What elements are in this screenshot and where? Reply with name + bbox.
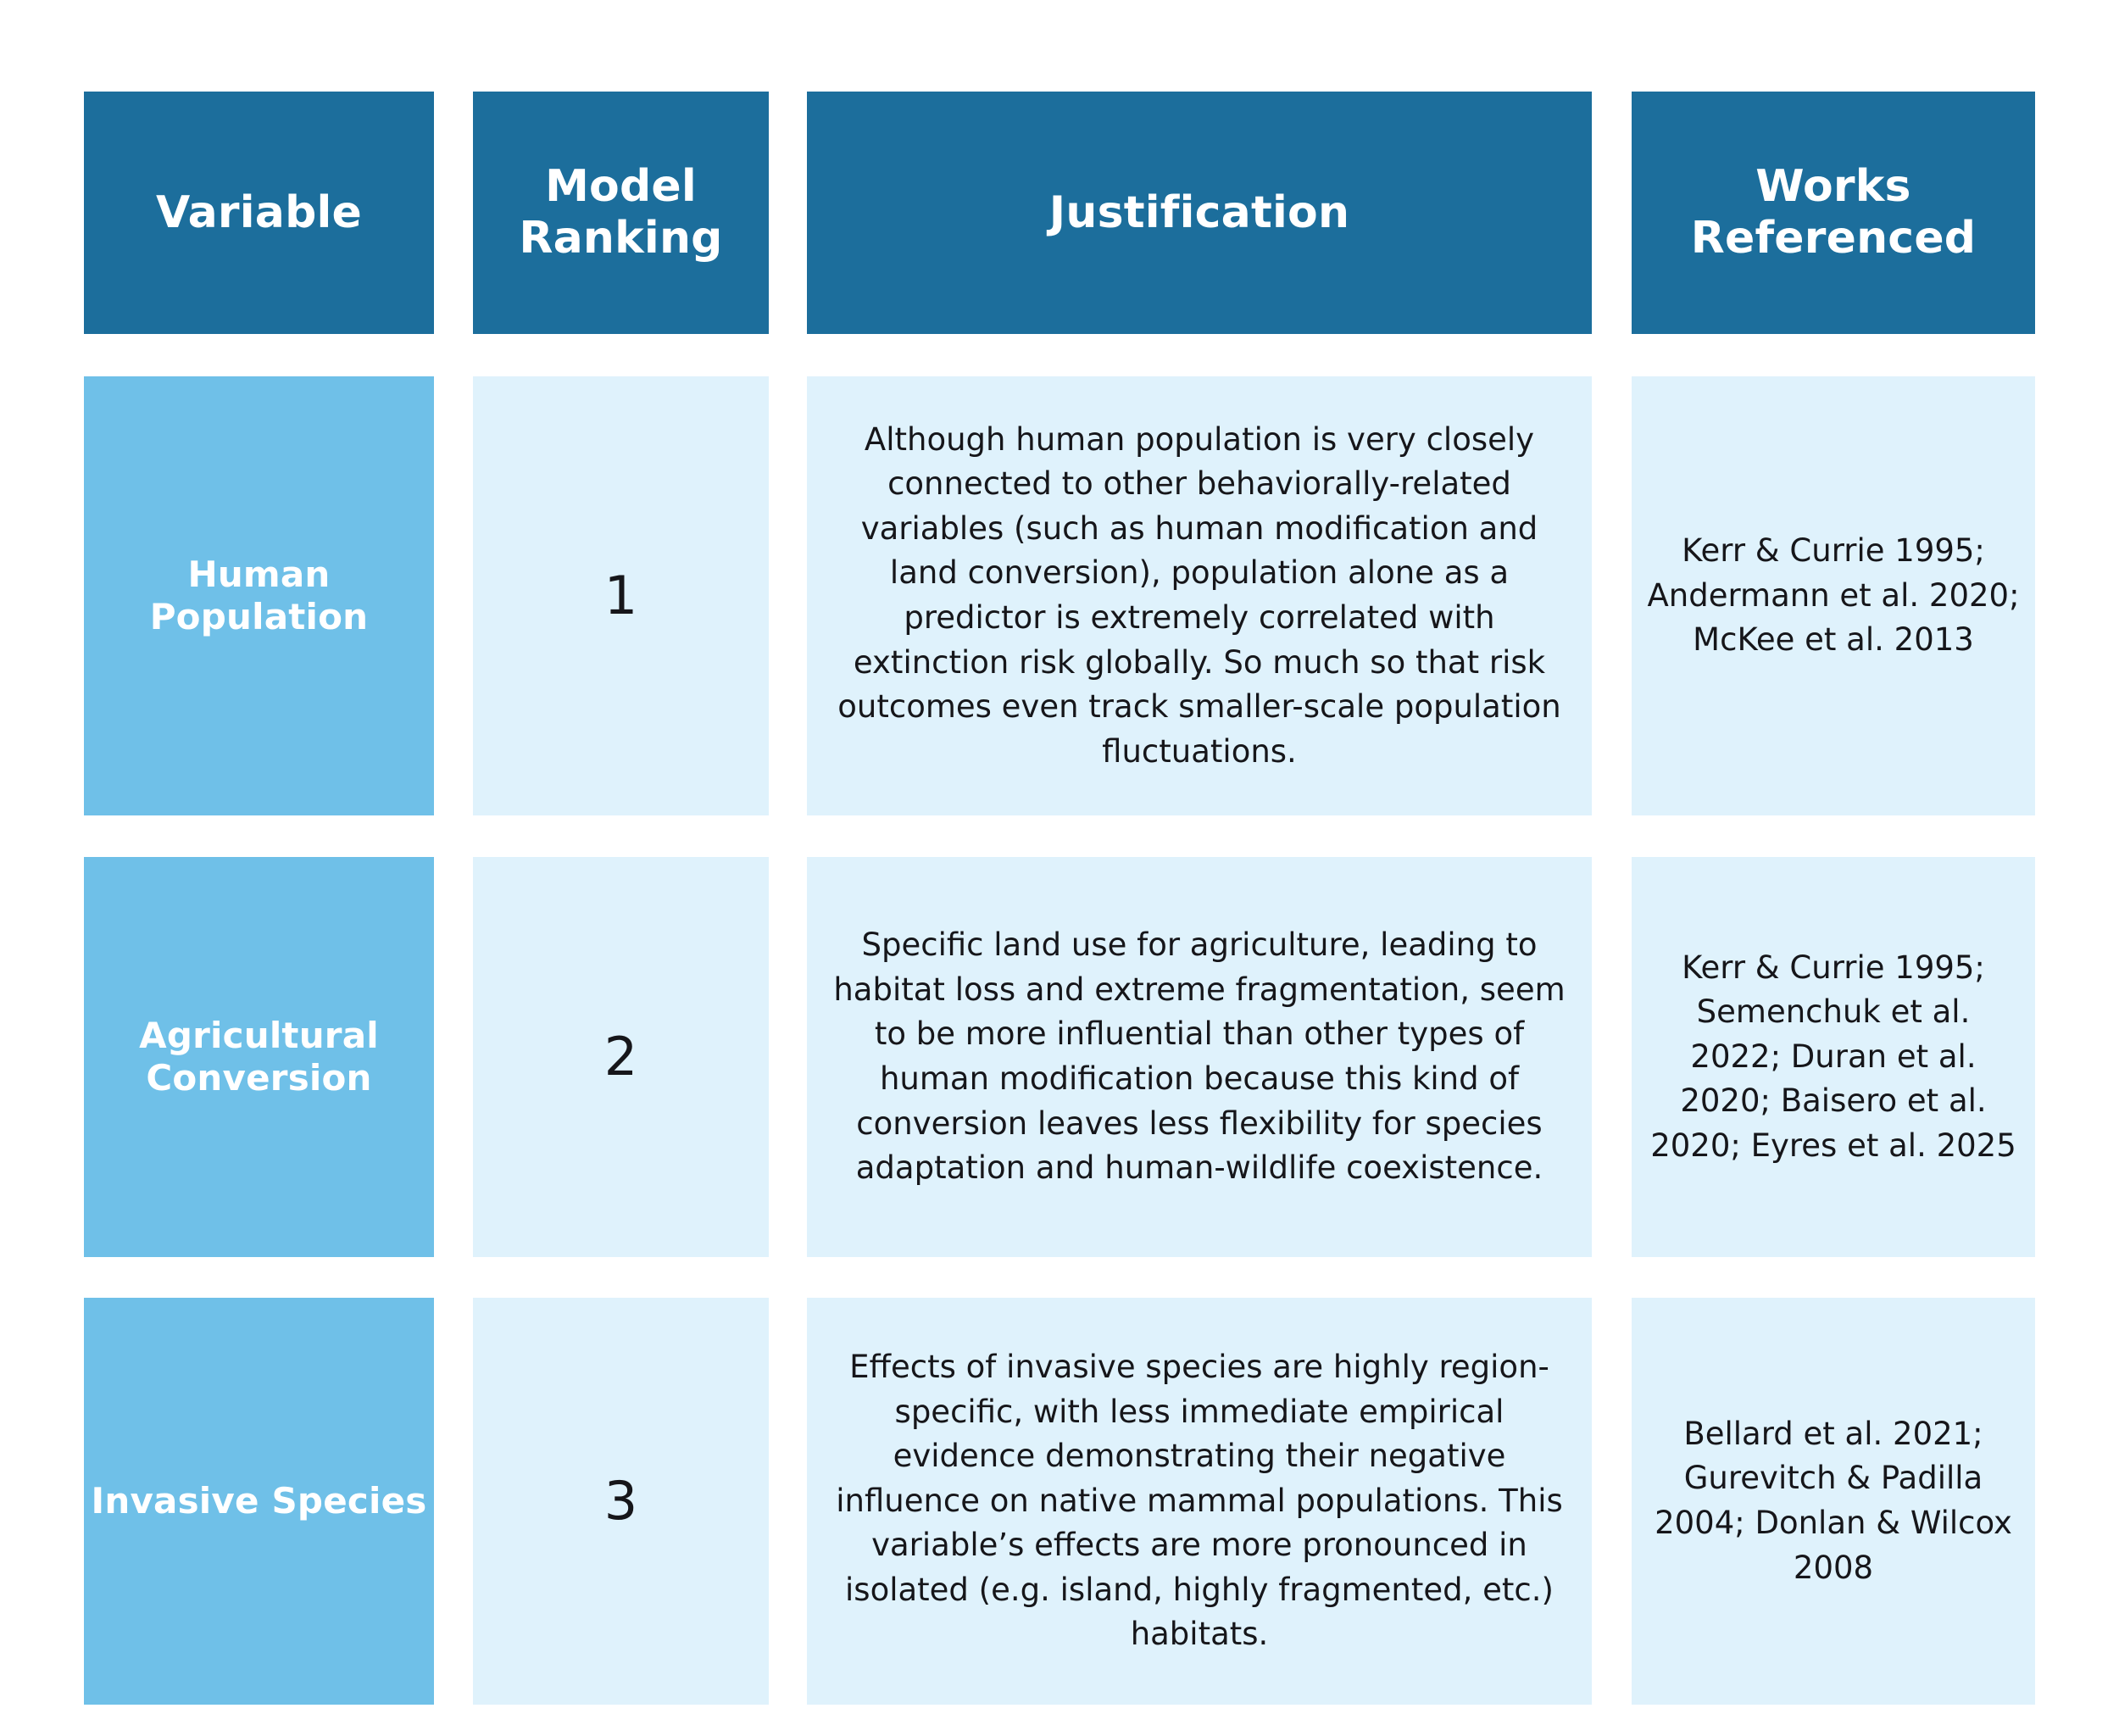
table-header-row: Variable Model Ranking Justification Wor… [84, 92, 2035, 334]
column-header-justification: Justification [807, 92, 1592, 334]
row-justification: Specific land use for agriculture, leadi… [807, 857, 1592, 1257]
table-row: Agricultural Conversion 2 Specific land … [84, 857, 2035, 1257]
table-row: Invasive Species 3 Effects of invasive s… [84, 1298, 2035, 1705]
column-header-model-ranking: Model Ranking [473, 92, 769, 334]
row-works-referenced: Bellard et al. 2021; Gurevitch & Padilla… [1632, 1298, 2035, 1705]
column-header-works-referenced: Works Referenced [1632, 92, 2035, 334]
row-variable-name: Agricultural Conversion [84, 857, 434, 1257]
row-works-referenced: Kerr & Currie 1995; Andermann et al. 202… [1632, 376, 2035, 815]
column-header-variable: Variable [84, 92, 434, 334]
table-row: Human Population 1 Although human popula… [84, 376, 2035, 815]
row-model-ranking: 3 [473, 1298, 769, 1705]
row-works-referenced: Kerr & Currie 1995; Semenchuk et al. 202… [1632, 857, 2035, 1257]
row-justification: Effects of invasive species are highly r… [807, 1298, 1592, 1705]
row-model-ranking: 2 [473, 857, 769, 1257]
row-model-ranking: 1 [473, 376, 769, 815]
row-justification: Although human population is very closel… [807, 376, 1592, 815]
row-variable-name: Human Population [84, 376, 434, 815]
row-variable-name: Invasive Species [84, 1298, 434, 1705]
comparison-table: Variable Model Ranking Justification Wor… [84, 92, 2035, 1705]
